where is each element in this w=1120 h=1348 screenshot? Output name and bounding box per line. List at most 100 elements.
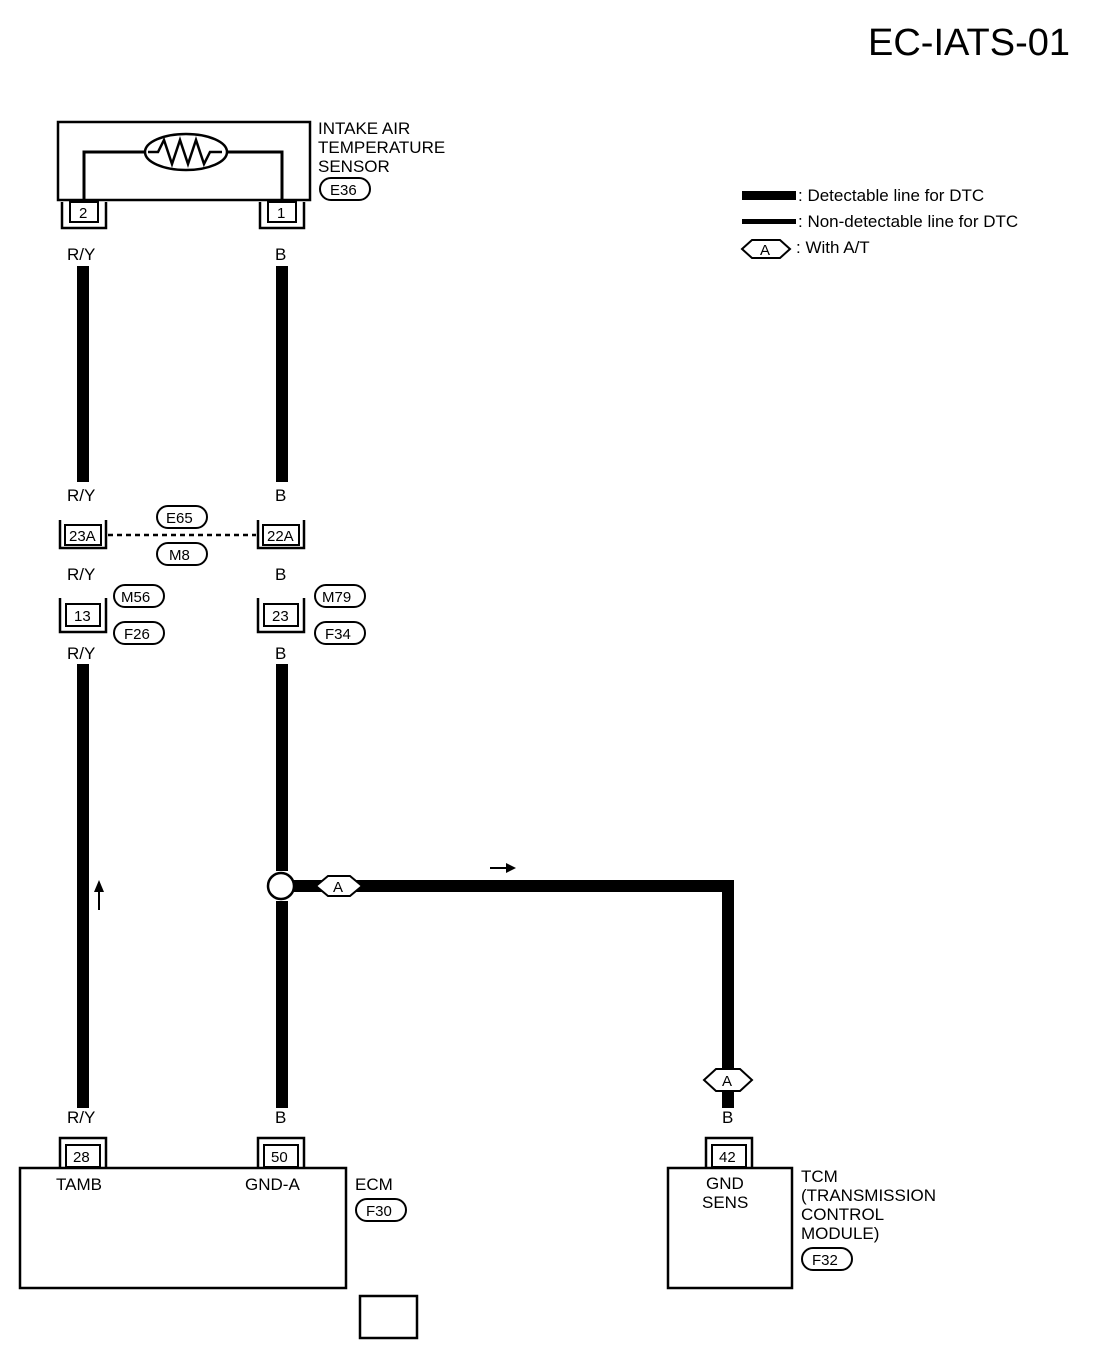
ecm-pin-left-bracket xyxy=(58,1136,108,1168)
connector-badge-f34 xyxy=(314,621,366,645)
connector-m79: M79 xyxy=(322,589,351,606)
tcm-pin: 42 xyxy=(719,1149,736,1166)
legend-non-detectable-label: : Non-detectable line for DTC xyxy=(798,212,1018,231)
diagram-id: EC-IATS-01 xyxy=(868,22,1070,64)
ecm-pin-left: 28 xyxy=(73,1149,90,1166)
ecm-box xyxy=(18,1166,348,1290)
joint-connector-upper: 23A 22A E65 M8 xyxy=(58,505,306,566)
wire-color-right-top: B xyxy=(275,245,286,264)
wire-right-segment-2 xyxy=(276,664,288,871)
connector-badge-m56 xyxy=(113,584,165,608)
ecm-pin-right: 50 xyxy=(271,1149,288,1166)
wire-color-right-lower: B xyxy=(275,644,286,663)
ecm-module: 28 50 TAMB GND-A ECM F30 xyxy=(18,1136,407,1290)
wire-color-left-lower: R/Y xyxy=(67,644,95,663)
tcm-name-line2: (TRANSMISSION xyxy=(801,1186,936,1205)
sensor-pin-left-box xyxy=(69,201,99,223)
right-lower-pin: 23 xyxy=(272,608,289,625)
branch-wire-vertical xyxy=(722,880,734,1108)
right-upper-bracket xyxy=(256,520,306,550)
connector-badge-e65 xyxy=(156,505,208,529)
signal-direction-right-arrow-icon xyxy=(490,863,516,873)
connector-e65: E65 xyxy=(166,510,193,527)
left-lower-pin: 13 xyxy=(74,608,91,625)
tcm-name-line3: CONTROL xyxy=(801,1205,884,1224)
wire-color-left-mid: R/Y xyxy=(67,486,95,505)
ecm-connector-badge xyxy=(355,1198,407,1222)
tcm-box xyxy=(666,1166,794,1290)
tcm-connector-id: F32 xyxy=(812,1252,838,1269)
connector-badge-f26 xyxy=(113,621,165,645)
tcm-name-line4: MODULE) xyxy=(801,1224,879,1243)
left-upper-pin-box xyxy=(64,524,102,546)
legend: : Detectable line for DTC : Non-detectab… xyxy=(740,186,1018,259)
branch-wire-horizontal xyxy=(294,880,734,892)
intake-air-temperature-sensor: INTAKE AIR TEMPERATURE SENSOR E36 2 1 xyxy=(56,119,445,230)
right-upper-pin: 22A xyxy=(267,528,294,545)
resistor-zigzag-icon xyxy=(148,136,222,168)
ecm-connector-reference-box xyxy=(358,1294,419,1340)
legend-option-symbol: A xyxy=(760,242,770,259)
sensor-name-line3: SENSOR xyxy=(318,157,390,176)
connector-badge-m79 xyxy=(314,584,366,608)
connector-badge-m8 xyxy=(156,542,208,566)
sensor-pin-right: 1 xyxy=(277,205,285,222)
connector-f34: F34 xyxy=(325,626,351,643)
ecm-pin-right-bracket xyxy=(256,1136,306,1168)
ecm-terminal-right: GND-A xyxy=(245,1175,300,1194)
ecm-terminal-left: TAMB xyxy=(56,1175,102,1194)
sensor-internal-wire xyxy=(82,150,146,200)
wire-right-segment-1 xyxy=(276,266,288,482)
wire-color-right-bottom: B xyxy=(275,1108,286,1127)
wire-color-left-top: R/Y xyxy=(67,245,95,264)
left-lower-pin-box xyxy=(65,603,101,627)
connector-m8: M8 xyxy=(169,547,190,564)
left-upper-bracket xyxy=(58,520,108,550)
connector-f26: F26 xyxy=(124,626,150,643)
left-lower-bracket xyxy=(58,598,108,634)
right-lower-bracket xyxy=(256,598,306,634)
sensor-pin-left: 2 xyxy=(79,205,87,222)
ecm-name: ECM xyxy=(355,1175,393,1194)
left-upper-pin: 23A xyxy=(69,528,96,545)
wire-color-right-joint: B xyxy=(275,565,286,584)
sensor-connector-id: E36 xyxy=(330,182,357,199)
legend-detectable-swatch xyxy=(742,191,796,200)
sensor-connector-badge xyxy=(319,177,371,201)
branch-option-symbol-2: A xyxy=(722,1073,732,1090)
right-lower-pin-box xyxy=(263,603,299,627)
ecm-pin-right-box xyxy=(263,1144,299,1168)
wire-color-right-mid: B xyxy=(275,486,286,505)
sensor-name-line1: INTAKE AIR xyxy=(318,119,410,138)
branch-option-diamond-2-icon xyxy=(702,1068,754,1092)
wire-color-tcm: B xyxy=(722,1108,733,1127)
tcm-pin-box xyxy=(711,1144,747,1168)
branch-option-diamond-1-icon xyxy=(314,875,364,897)
ecm-pin-left-box xyxy=(65,1144,101,1168)
wire-color-left-bottom: R/Y xyxy=(67,1108,95,1127)
legend-non-detectable-swatch xyxy=(742,219,796,224)
tcm-module: 42 GND SENS TCM (TRANSMISSION CONTROL MO… xyxy=(666,1136,936,1290)
legend-detectable-label: : Detectable line for DTC xyxy=(798,186,984,205)
right-upper-pin-box xyxy=(262,524,300,546)
signal-direction-up-arrow-icon xyxy=(94,880,104,910)
tcm-name-line1: TCM xyxy=(801,1167,838,1186)
legend-with-at-label: : With A/T xyxy=(796,238,870,257)
connector-m56: M56 xyxy=(121,589,150,606)
sensor-pin-left-bracket xyxy=(60,202,108,230)
tcm-terminal-line1: GND xyxy=(706,1174,744,1193)
splice-point xyxy=(266,871,296,901)
sensor-internal-wire-right xyxy=(226,150,284,200)
wire-color-left-joint: R/Y xyxy=(67,565,95,584)
sensor-pin-right-bracket xyxy=(258,202,306,230)
sensor-pin-right-box xyxy=(267,201,297,223)
sensor-name-line2: TEMPERATURE xyxy=(318,138,445,157)
joint-connector-lower: 13 M56 F26 23 M79 F34 xyxy=(58,584,366,645)
wire-left-segment-2 xyxy=(77,664,89,1108)
wire-left-segment-1 xyxy=(77,266,89,482)
ecm-connector-id: F30 xyxy=(366,1203,392,1220)
tcm-pin-bracket xyxy=(704,1136,754,1168)
tcm-terminal-line2: SENS xyxy=(702,1193,748,1212)
wire-right-segment-3 xyxy=(276,901,288,1108)
